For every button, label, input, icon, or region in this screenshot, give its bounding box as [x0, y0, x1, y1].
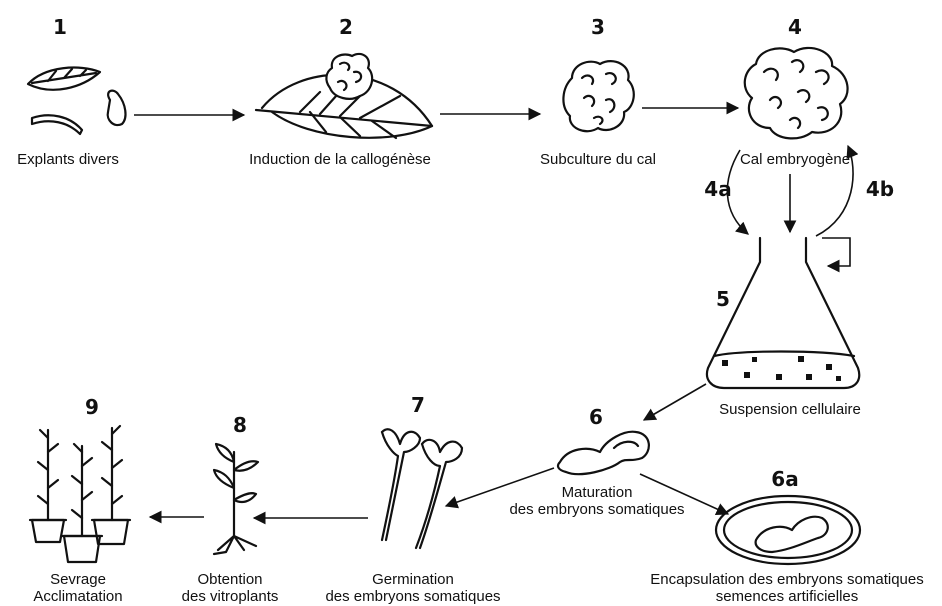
step-6a-label-line1: Encapsulation des embryons somatiques — [650, 571, 924, 588]
artificial-seed-illustration — [716, 496, 860, 564]
step-6a-number: 6a — [771, 467, 798, 491]
step-6-label-line2: des embryons somatiques — [509, 501, 684, 518]
step-5-number: 5 — [716, 287, 730, 311]
embryogenic-callus-illustration — [745, 48, 848, 138]
potted-plants-illustration — [30, 426, 130, 562]
step-7-label-line2: des embryons somatiques — [325, 588, 500, 605]
step-1-number: 1 — [53, 15, 67, 39]
step-6a-label-line2: semences artificielles — [716, 588, 859, 605]
step-7-label-line1: Germination — [372, 571, 454, 588]
step-9-label-line2: Acclimatation — [33, 588, 122, 605]
flow-arrows — [134, 108, 853, 518]
step-9-number: 9 — [85, 395, 99, 419]
step-5-label: Suspension cellulaire — [719, 401, 861, 418]
explants-illustration — [28, 68, 125, 134]
step-2-number: 2 — [339, 15, 353, 39]
step-4-label: Cal embryogène — [740, 151, 850, 168]
germinating-embryos-illustration — [382, 429, 462, 548]
step-7-number: 7 — [411, 393, 425, 417]
flask-illustration — [707, 238, 859, 388]
callus-illustration — [563, 61, 633, 131]
step-6-number: 6 — [589, 405, 603, 429]
mature-embryo-illustration — [558, 432, 649, 474]
step-3-label: Subculture du cal — [540, 151, 656, 168]
arrow-5-to-6 — [644, 384, 706, 420]
step-8-label-line2: des vitroplants — [182, 588, 279, 605]
step-4-number: 4 — [788, 15, 802, 39]
step-1-label: Explants divers — [17, 151, 119, 168]
step-4b-number: 4b — [866, 177, 894, 201]
step-2-label: Induction de la callogénèse — [249, 151, 431, 168]
step-9-label-line1: Sevrage — [50, 571, 106, 588]
plantlet-illustration — [214, 444, 258, 554]
step-8-label-line1: Obtention — [197, 571, 262, 588]
arrow-flask-loop — [822, 238, 850, 266]
leaf-callus-illustration — [256, 54, 432, 138]
step-6-label-line1: Maturation — [562, 484, 633, 501]
step-8-number: 8 — [233, 413, 247, 437]
step-3-number: 3 — [591, 15, 605, 39]
